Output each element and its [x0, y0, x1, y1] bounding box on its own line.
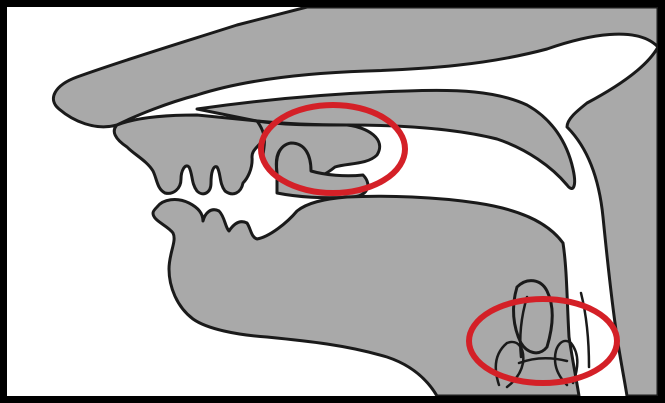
upper-lip-teeth-shape [114, 115, 263, 194]
pharynx-wall-shape [567, 47, 658, 396]
vocal-tract-diagram [7, 7, 658, 396]
